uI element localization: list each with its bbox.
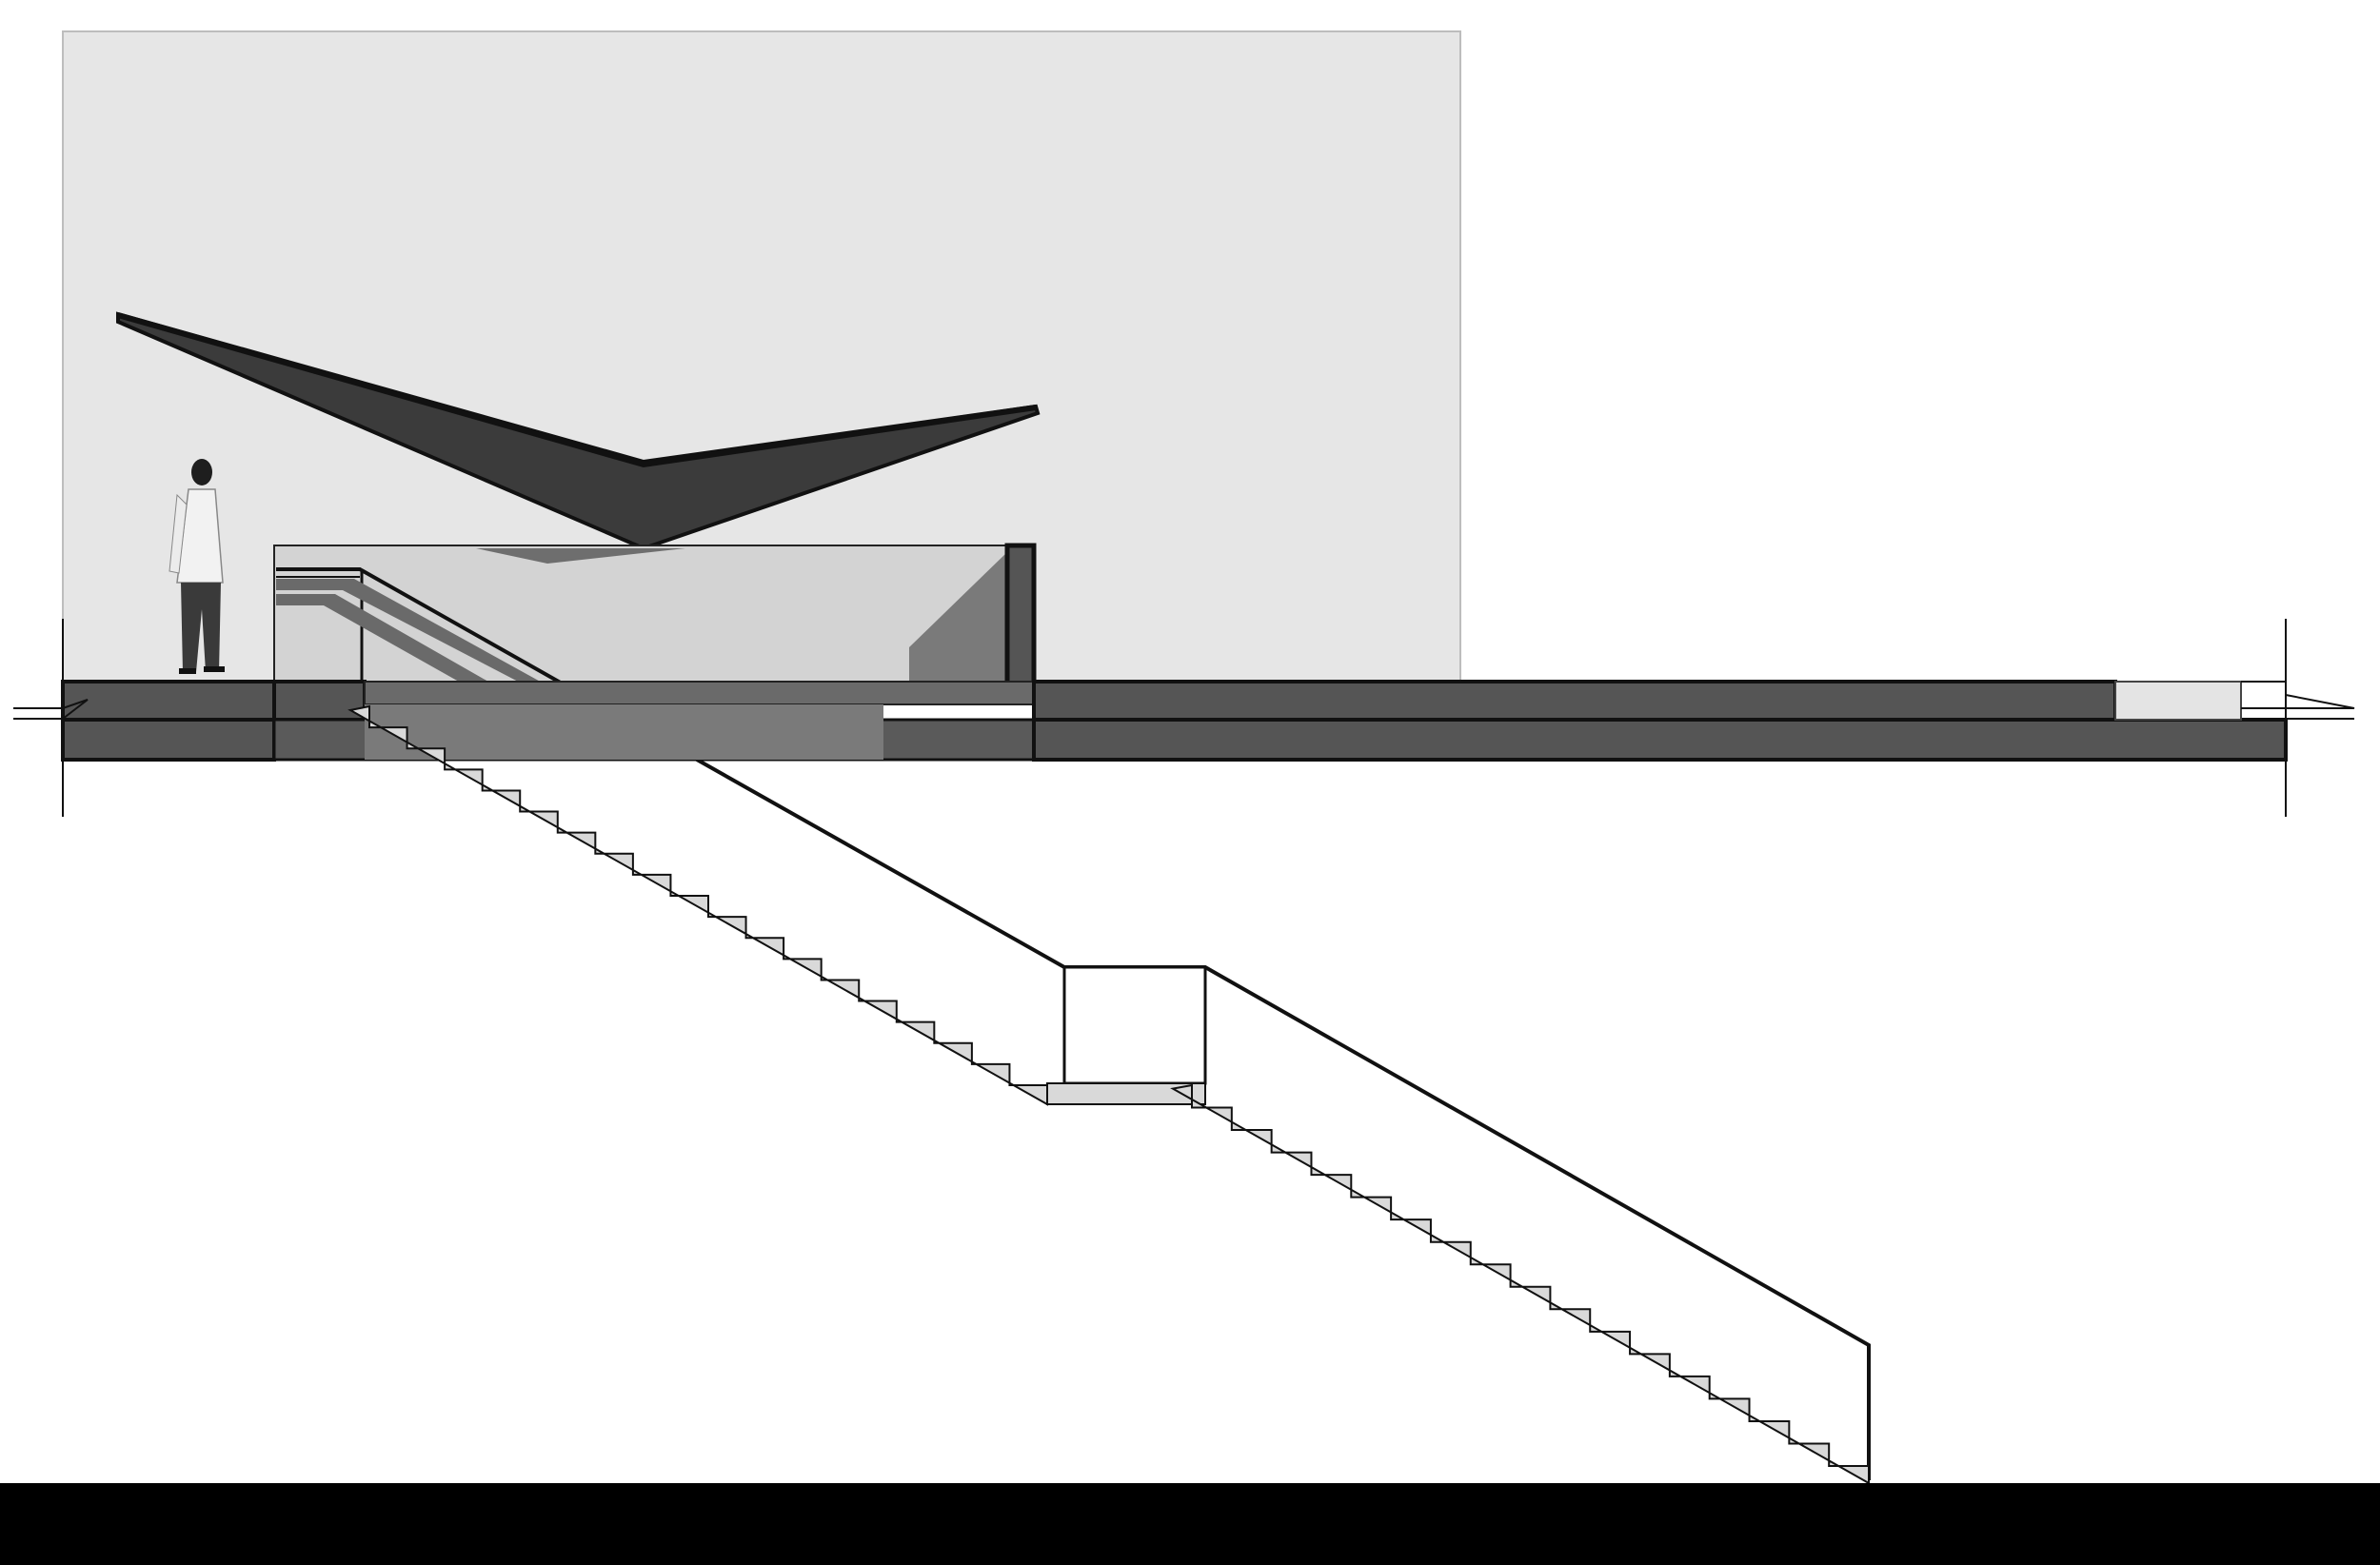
slab-landing-left [272, 680, 367, 722]
slab-right-upper [1032, 680, 2117, 722]
glass-end-post [1004, 543, 1037, 687]
stair-upper-flight [347, 704, 1048, 1106]
ground-band [0, 1483, 2380, 1565]
slab-middle-inner [365, 704, 883, 760]
canopy-shadow [476, 548, 685, 564]
inner-wall-shadow [909, 552, 1007, 683]
slab-left-upper [61, 680, 276, 722]
slab-right-gap [2114, 681, 2242, 721]
canopy-top-edge [117, 312, 1037, 468]
stair-lower-flight [1170, 1083, 1870, 1485]
slab-left-lower [61, 718, 276, 762]
person-figure-icon [169, 459, 225, 674]
section-cut-lines [13, 619, 2355, 817]
slab-middle-band [364, 681, 1035, 705]
slab-right-lower [1032, 718, 2288, 762]
stair-landing [1046, 965, 1207, 1105]
